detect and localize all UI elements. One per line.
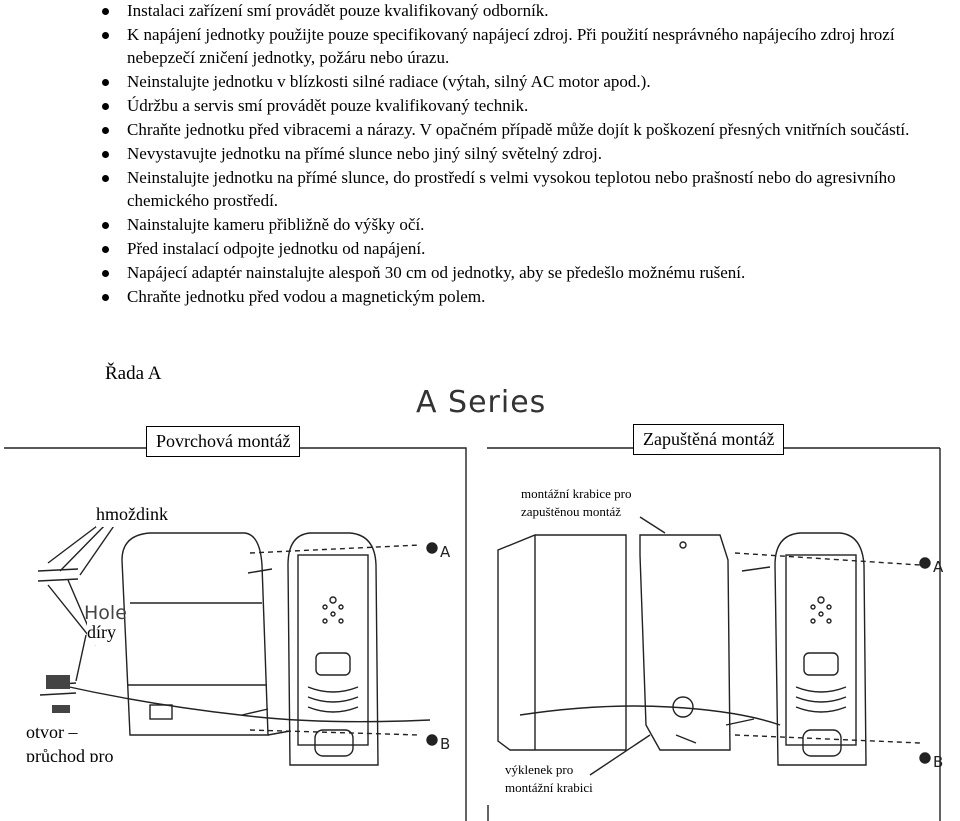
opening-label-line1: otvor – [26,720,78,745]
list-item: Před instalací odpojte jednotku od napáj… [98,238,948,261]
hole-label-en: Hole [84,602,127,624]
list-item: Instalaci zařízení smí provádět pouze kv… [98,0,948,23]
mount-box-label-line1: montážní krabice pro [521,484,632,504]
dowel-label: hmoždink [96,502,168,527]
list-item: Nevystavujte jednotku na přímé slunce ne… [98,143,948,166]
marker-a-left: A [440,543,451,561]
list-item: Chraňte jednotku před vibracemi a nárazy… [98,119,948,142]
installation-figure: A B A B Hole A Series Povrchová montáž Z… [0,385,960,821]
mount-box-label-line2: zapuštěnou montáž [521,502,621,522]
marker-b-right: B [933,753,943,771]
list-item: Neinstalujte jednotku v blízkosti silné … [98,71,948,94]
list-item: Napájecí adaptér nainstalujte alespoň 30… [98,262,948,285]
list-item: Neinstalujte jednotku na přímé slunce, d… [98,167,948,212]
list-item: K napájení jednotky použijte pouze speci… [98,24,948,69]
cutout-label-line2: montážní krabici [505,778,593,798]
hole-label: díry [87,620,116,645]
marker-b-left: B [440,735,450,753]
list-item: Údržbu a servis smí provádět pouze kvali… [98,95,948,118]
list-item: Chraňte jednotku před vodou a magnetický… [98,286,948,309]
marker-a-right: A [933,558,944,576]
section-title: Řada A [105,363,162,384]
safety-instructions-list: Instalaci zařízení smí provádět pouze kv… [98,0,948,310]
cutout-label-line1: výklenek pro [505,760,574,780]
opening-label-line2: průchod pro [26,744,114,762]
flush-mount-label: Zapuštěná montáž [633,424,785,455]
list-item: Nainstalujte kameru přibližně do výšky o… [98,214,948,237]
surface-mount-label: Povrchová montáž [146,426,301,457]
installation-drawing: A B A B Hole [4,447,944,821]
series-title: A Series [416,385,547,420]
